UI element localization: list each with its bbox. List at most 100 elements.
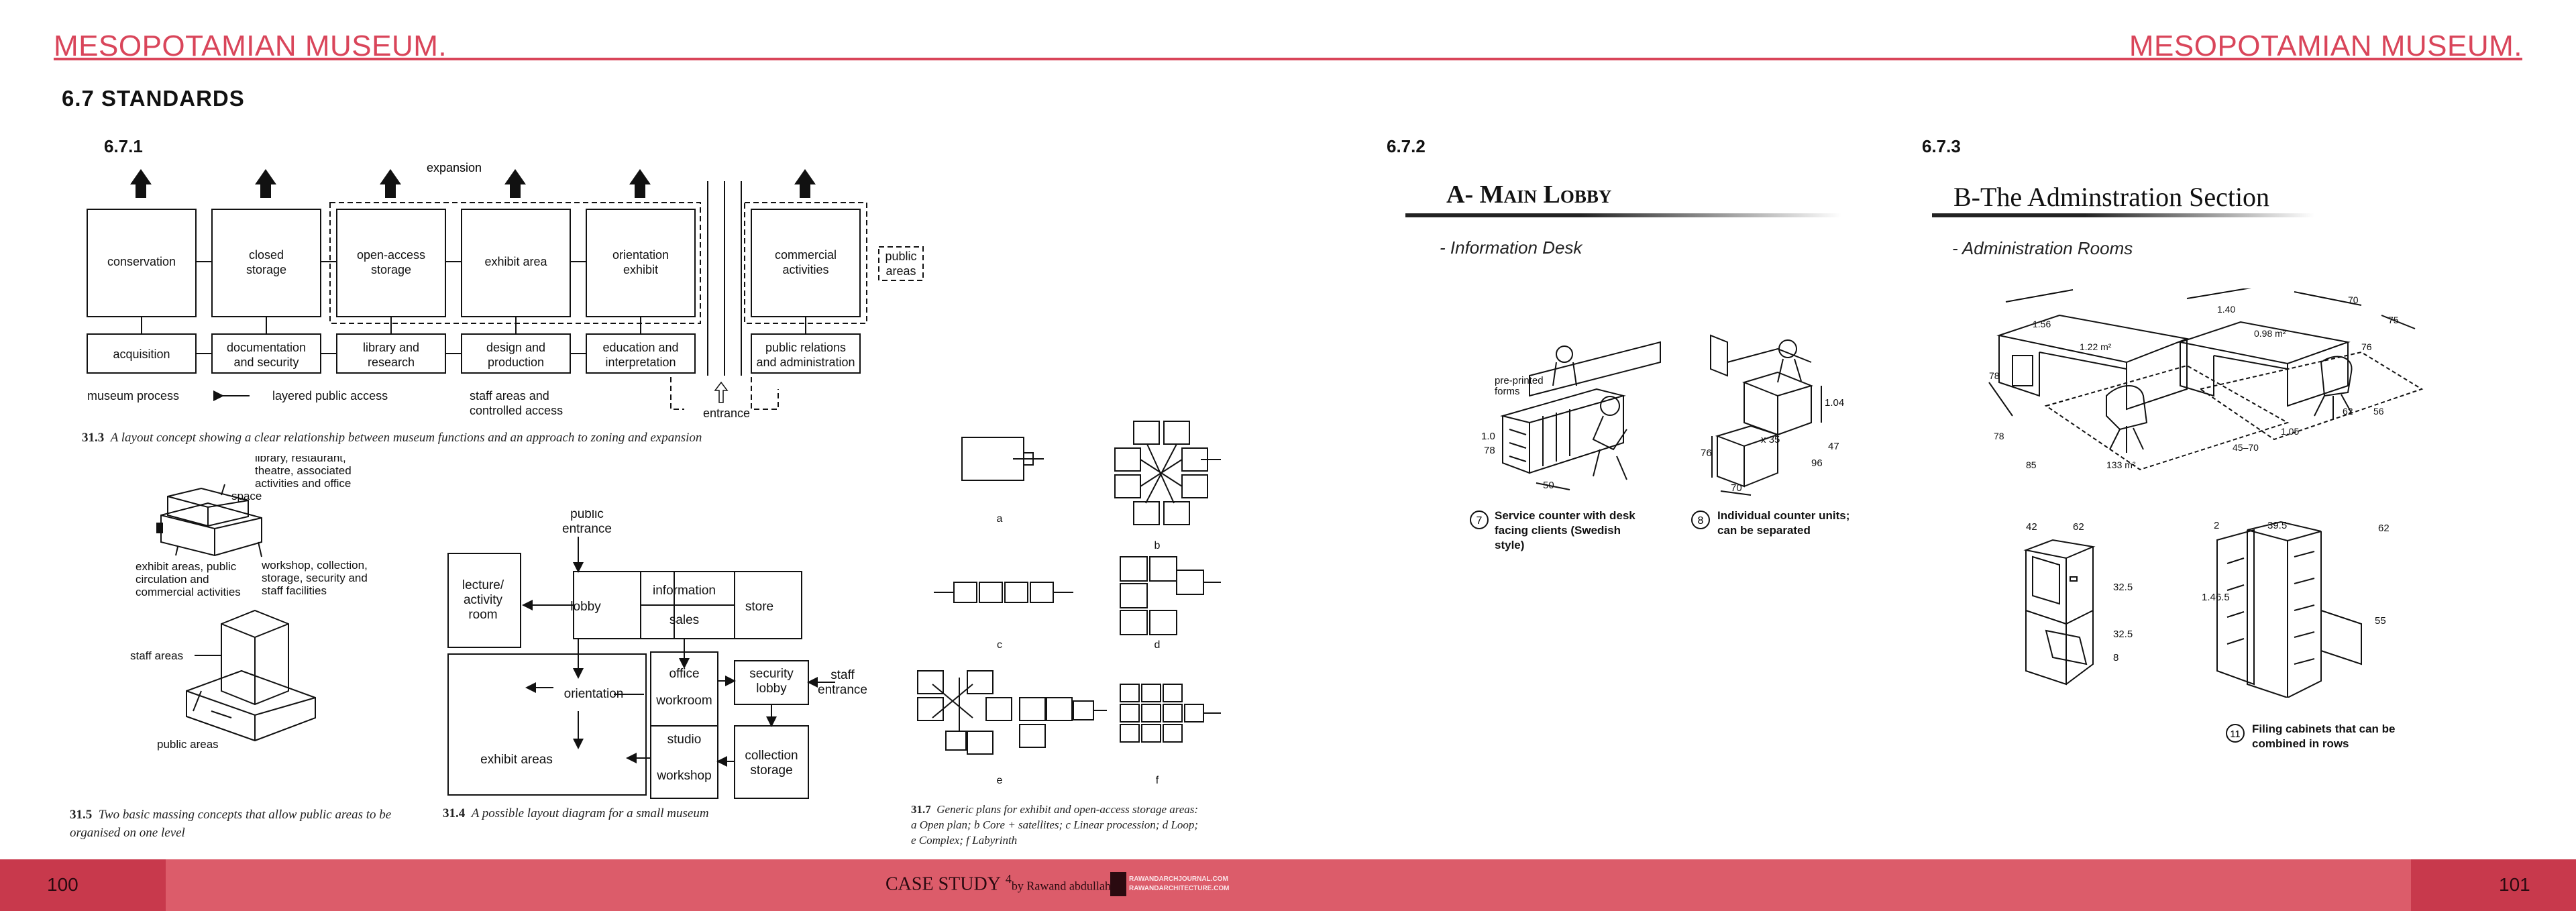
svg-text:workshop, collection,: workshop, collection, xyxy=(261,559,368,572)
admin-title: B-The Adminstration Section xyxy=(1953,182,2270,212)
svg-text:exhibit area: exhibit area xyxy=(484,255,547,268)
page-number-right: 101 xyxy=(2499,874,2530,895)
svg-text:exhibit: exhibit xyxy=(623,263,658,276)
svg-text:library and: library and xyxy=(363,341,419,354)
svg-text:controlled access: controlled access xyxy=(470,404,563,417)
footer-credit: CASE STUDY 4by Rawand abdullah xyxy=(885,872,1111,895)
svg-text:activity: activity xyxy=(464,593,503,607)
figure-8-caption: Individual counter units;can be separate… xyxy=(1717,509,1850,537)
caption-31-3: 31.3 A layout concept showing a clear re… xyxy=(82,431,702,445)
svg-text:78: 78 xyxy=(1989,370,2000,381)
expansion-arrows-icon xyxy=(130,169,816,198)
admin-filing-cabinets-illustration: 42 62 32.5 32.5 8 39.5 62 1.46.5 55 2 xyxy=(2023,520,2390,698)
svg-text:62: 62 xyxy=(2073,521,2084,533)
svg-text:room: room xyxy=(468,608,497,622)
header-rule xyxy=(54,58,2522,60)
svg-text:and administration: and administration xyxy=(756,356,855,369)
svg-text:50: 50 xyxy=(1543,480,1554,491)
svg-text:entrance: entrance xyxy=(818,683,867,697)
diagram-31-5: library, restaurant, theatre, associated… xyxy=(130,456,368,751)
caption-31-5: 31.5 Two basic massing concepts that all… xyxy=(70,808,392,840)
caption-31-4: 31.4 A possible layout diagram for a sma… xyxy=(443,806,709,820)
diagram-31-3: expansion conser xyxy=(87,161,924,420)
svg-text:library, restaurant,: library, restaurant, xyxy=(255,456,346,464)
expansion-label: expansion xyxy=(427,161,482,174)
header-left-title: MESOPOTAMIAN MUSEUM. xyxy=(54,30,447,62)
svg-text:7: 7 xyxy=(1477,515,1483,527)
svg-text:open-access: open-access xyxy=(357,248,425,262)
svg-text:0.98 m²: 0.98 m² xyxy=(2254,328,2286,339)
diagram-31-7: a b c d e f xyxy=(917,421,1221,786)
subsection-6-7-2: 6.7.2 xyxy=(1387,136,1426,156)
svg-text:42: 42 xyxy=(2026,521,2037,533)
svg-text:forms: forms xyxy=(1495,386,1520,397)
svg-text:78: 78 xyxy=(1994,431,2004,441)
svg-text:closed: closed xyxy=(249,248,284,262)
caption-31-7: 31.7 Generic plans for exhibit and open-… xyxy=(911,803,1199,847)
admin-title-underline xyxy=(1932,213,2314,217)
svg-text:storage: storage xyxy=(371,263,411,276)
lobby-subtitle: - Information Desk xyxy=(1440,237,1582,258)
svg-text:x 35: x 35 xyxy=(1761,434,1780,445)
svg-text:storage: storage xyxy=(750,763,792,778)
svg-text:85: 85 xyxy=(2026,460,2037,470)
svg-text:security: security xyxy=(749,667,794,681)
lobby-title-underline xyxy=(1405,213,1841,217)
svg-text:75: 75 xyxy=(2388,315,2399,325)
svg-text:commercial activities: commercial activities xyxy=(136,586,241,598)
figure-8-badge-icon: 8 xyxy=(1691,511,1710,529)
svg-text:96: 96 xyxy=(1811,458,1823,469)
admin-subtitle: - Administration Rooms xyxy=(1952,238,2133,258)
author-logo-icon xyxy=(1110,872,1126,896)
svg-text:store: store xyxy=(745,600,773,614)
svg-text:collection: collection xyxy=(745,749,798,763)
svg-text:1.0: 1.0 xyxy=(1481,431,1495,442)
svg-text:70: 70 xyxy=(2348,294,2359,305)
diagram-31-4: public entrance lecture/ activity room l… xyxy=(447,510,867,799)
svg-text:47: 47 xyxy=(1828,441,1839,452)
lobby-title: A- Main Lobby xyxy=(1446,180,1612,209)
svg-text:62: 62 xyxy=(2343,406,2353,417)
svg-text:public relations: public relations xyxy=(765,341,846,354)
svg-text:1.22 m²: 1.22 m² xyxy=(2080,341,2112,352)
subsection-6-7-1: 6.7.1 xyxy=(104,136,143,156)
svg-text:layered public access: layered public access xyxy=(272,389,388,403)
svg-text:circulation and: circulation and xyxy=(136,573,209,586)
svg-text:pre-printed: pre-printed xyxy=(1495,375,1544,386)
svg-text:staff areas and: staff areas and xyxy=(470,389,549,403)
svg-text:entrance: entrance xyxy=(703,407,750,420)
footer-bar xyxy=(0,859,2576,911)
svg-text:11: 11 xyxy=(2230,729,2241,740)
svg-text:design and: design and xyxy=(486,341,545,354)
svg-text:lecture/: lecture/ xyxy=(462,578,504,592)
svg-text:areas: areas xyxy=(885,264,916,278)
svg-text:133 m²: 133 m² xyxy=(2106,460,2136,470)
subsection-6-7-3: 6.7.3 xyxy=(1922,136,1961,156)
svg-text:55: 55 xyxy=(2375,615,2386,627)
svg-text:exhibit areas, public: exhibit areas, public xyxy=(136,560,237,573)
svg-text:1.56: 1.56 xyxy=(2033,319,2051,329)
svg-text:orientation: orientation xyxy=(564,687,624,701)
section-title: 6.7 STANDARDS xyxy=(62,86,245,111)
svg-text:interpretation: interpretation xyxy=(605,356,676,369)
svg-text:32.5: 32.5 xyxy=(2113,629,2133,640)
figure-7-badge-icon: 7 xyxy=(1470,511,1489,529)
svg-text:public: public xyxy=(570,510,604,521)
svg-text:32.5: 32.5 xyxy=(2113,582,2133,593)
svg-text:lobby: lobby xyxy=(756,682,787,696)
svg-text:conservation: conservation xyxy=(107,255,176,268)
svg-text:1.40: 1.40 xyxy=(2217,304,2235,315)
svg-text:activities: activities xyxy=(782,263,828,276)
svg-text:theatre, associated: theatre, associated xyxy=(255,464,352,477)
admin-desks-illustration: 1.56 1.40 70 75 1.22 m² 0.98 m² 76 78 78… xyxy=(1988,288,2424,471)
svg-text:b: b xyxy=(1155,540,1161,551)
svg-text:lobby: lobby xyxy=(570,600,601,614)
svg-text:museum process: museum process xyxy=(87,389,179,403)
footer-left-block xyxy=(0,859,166,911)
svg-text:1.04: 1.04 xyxy=(1825,397,1844,409)
svg-text:commercial: commercial xyxy=(775,248,837,262)
svg-text:8: 8 xyxy=(2113,652,2118,663)
svg-text:76: 76 xyxy=(1701,447,1712,459)
